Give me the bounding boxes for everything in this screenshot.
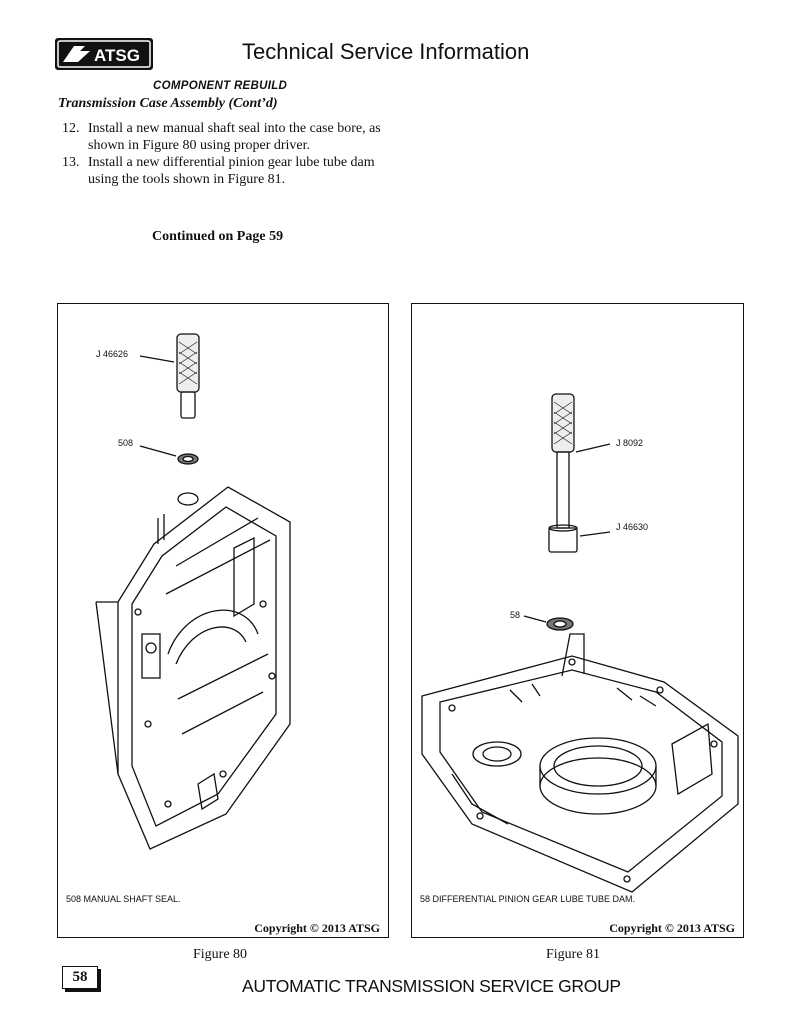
figure-80-illustration <box>95 333 291 850</box>
step-13: 13. Install a new differential pinion ge… <box>62 154 422 190</box>
footer-text: AUTOMATIC TRANSMISSION SERVICE GROUP <box>242 976 621 996</box>
section-title: COMPONENT REBUILD <box>153 80 288 92</box>
figure-80-copyright: Copyright © 2013 ATSG <box>254 921 380 935</box>
step-text: Install a new differential pinion gear l… <box>88 155 375 187</box>
callout-58: 58 <box>510 610 521 620</box>
atsg-logo-graphic: ATSG <box>55 38 153 70</box>
page-header-title: Technical Service Information <box>242 39 530 64</box>
subsection-title: Transmission Case Assembly (Cont’d) <box>58 96 278 111</box>
figure-81-panel: J 8092 J 46630 58 58 DIFFERENTIAL PINION… <box>411 303 744 938</box>
logo-text: ATSG <box>94 46 140 65</box>
step-12: 12. Install a new manual shaft seal into… <box>62 120 422 156</box>
figure-81-label: Figure 81 <box>546 947 601 962</box>
figure-81-copyright: Copyright © 2013 ATSG <box>609 921 735 935</box>
atsg-logo: ATSG <box>54 37 154 71</box>
step-number: 12. <box>62 121 80 136</box>
callout-j46626: J 46626 <box>96 349 129 359</box>
continued-note: Continued on Page 59 <box>152 229 284 244</box>
figure-81-illustration <box>421 393 739 893</box>
step-number: 13. <box>62 155 80 170</box>
callout-j8092: J 8092 <box>616 438 644 448</box>
page-number: 58 <box>62 966 98 989</box>
figure-81-caption: 58 DIFFERENTIAL PINION GEAR LUBE TUBE DA… <box>420 894 636 904</box>
step-text: Install a new manual shaft seal into the… <box>88 121 381 153</box>
callout-j46630: J 46630 <box>616 522 649 532</box>
figure-80-label: Figure 80 <box>193 947 248 962</box>
figure-80-caption: 508 MANUAL SHAFT SEAL. <box>66 894 181 904</box>
callout-508: 508 <box>118 438 134 448</box>
figure-80-panel: J 46626 508 508 MANUAL SHAFT SEAL. Copyr… <box>57 303 389 938</box>
